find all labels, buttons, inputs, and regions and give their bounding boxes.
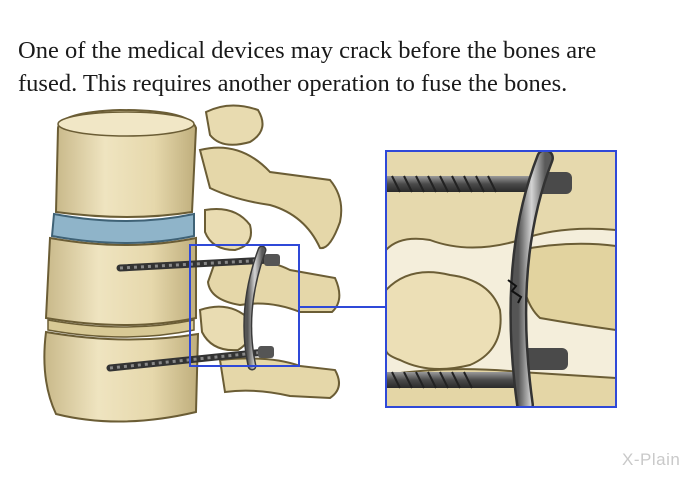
inset-screw-lower: [386, 348, 568, 389]
spinous-process-upper: [204, 104, 264, 146]
callout-box-small: [189, 244, 300, 367]
caption-text: One of the medical devices may crack bef…: [18, 34, 688, 100]
zoom-inset: [385, 150, 617, 408]
caption-line-1: One of the medical devices may crack bef…: [18, 37, 597, 64]
crack-mark: [507, 279, 523, 304]
callout-box-large: [385, 150, 617, 408]
xplain-watermark: X-Plain: [622, 450, 681, 469]
vertebra-lower-body: [43, 330, 200, 423]
pedicle-screw-upper: [116, 254, 280, 272]
vertebra-middle-body: [44, 236, 197, 326]
inset-rod: [509, 151, 554, 407]
spine-left-view: [43, 104, 385, 423]
caption-line-2: fused. This requires another operation t…: [18, 70, 568, 97]
pedicle-screw-lower: [106, 346, 274, 372]
intervertebral-disc: [50, 212, 195, 244]
